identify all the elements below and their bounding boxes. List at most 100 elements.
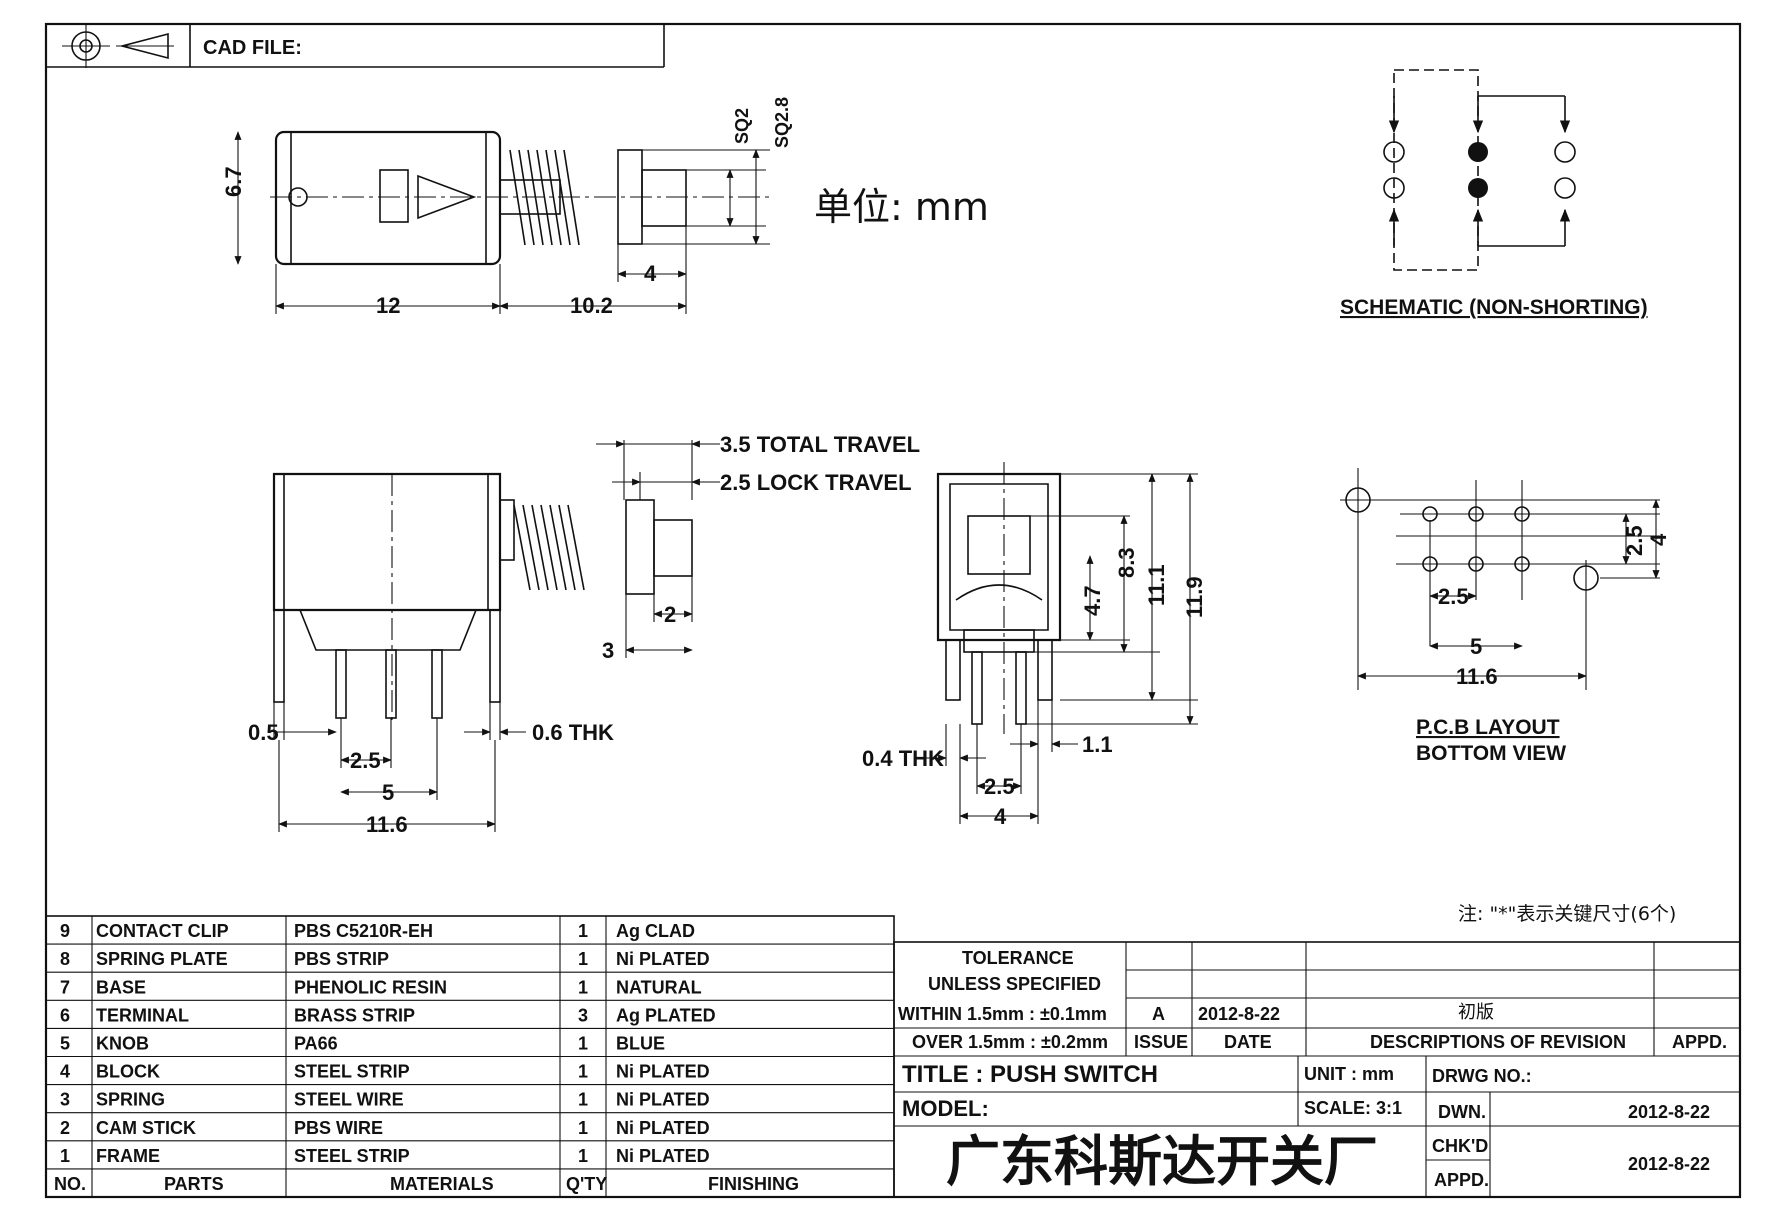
parts-cell-material: STEEL WIRE (294, 1090, 404, 1110)
parts-cell-finish: Ag CLAD (616, 921, 695, 941)
dim-2-5-front: 2.5 (350, 748, 381, 773)
dwn-label: DWN. (1438, 1102, 1486, 1122)
parts-cell-no: 7 (60, 977, 70, 997)
dim-5-front: 5 (382, 780, 394, 805)
company-name: 广东科斯达开关厂 (946, 1130, 1378, 1193)
top-view: 6.7 12 10.2 4 SQ2 SQ2.8 (221, 97, 792, 318)
parts-cell-material: PHENOLIC RESIN (294, 977, 447, 997)
dim-0-4-thk: 0.4 THK (862, 746, 944, 771)
parts-cell-qty: 1 (578, 921, 588, 941)
dim-4-side: 4 (994, 804, 1007, 829)
parts-cell-no: 4 (60, 1062, 70, 1082)
appd-label: APPD. (1434, 1170, 1489, 1190)
tolerance-over: OVER 1.5mm : ±0.2mm (912, 1032, 1108, 1052)
dim-sq2-8: SQ2.8 (772, 97, 792, 148)
pcb-dim-4: 4 (1646, 533, 1671, 546)
parts-cell-part: SPRING (96, 1090, 165, 1110)
dim-11-9: 11.9 (1182, 576, 1207, 618)
scale-label: SCALE: 3:1 (1304, 1098, 1402, 1118)
parts-cell-finish: Ni PLATED (616, 1146, 710, 1166)
dim-6-7: 6.7 (221, 166, 246, 197)
parts-header-2: MATERIALS (390, 1174, 494, 1194)
front-view: 3.5 TOTAL TRAVEL 2.5 LOCK TRAVEL 2 3 0.5… (248, 432, 920, 837)
parts-cell-part: BASE (96, 977, 146, 997)
tolerance-label: TOLERANCE (962, 948, 1074, 968)
parts-cell-part: SPRING PLATE (96, 949, 228, 969)
parts-cell-part: TERMINAL (96, 1005, 189, 1025)
parts-table (45, 915, 895, 1198)
dim-4-7: 4.7 (1080, 585, 1105, 616)
dim-12: 12 (376, 293, 400, 318)
parts-cell-no: 6 (60, 1005, 70, 1025)
parts-cell-finish: NATURAL (616, 977, 702, 997)
parts-cell-no: 8 (60, 949, 70, 969)
parts-cell-part: KNOB (96, 1034, 149, 1054)
parts-cell-no: 3 (60, 1090, 70, 1110)
dim-sq2: SQ2 (732, 108, 752, 144)
schematic-label: SCHEMATIC (NON-SHORTING) (1340, 296, 1648, 319)
pcb-bottom-view-label: BOTTOM VIEW (1416, 742, 1566, 765)
parts-cell-material: BRASS STRIP (294, 1005, 415, 1025)
parts-cell-finish: Ni PLATED (616, 1118, 710, 1138)
revision-description: 初版 (1458, 1002, 1494, 1023)
parts-header-1: PARTS (164, 1174, 224, 1194)
parts-cell-finish: Ni PLATED (616, 1062, 710, 1082)
parts-cell-material: PBS C5210R-EH (294, 921, 433, 941)
parts-cell-part: CAM STICK (96, 1118, 196, 1138)
parts-cell-qty: 1 (578, 1062, 588, 1082)
dim-8-3: 8.3 (1114, 547, 1139, 578)
parts-cell-qty: 1 (578, 949, 588, 969)
parts-cell-finish: Ni PLATED (616, 949, 710, 969)
dim-2-5-side: 2.5 (984, 774, 1015, 799)
issue-column-header: ISSUE (1134, 1032, 1188, 1052)
parts-cell-material: PBS WIRE (294, 1118, 383, 1138)
total-travel-label: 3.5 TOTAL TRAVEL (720, 432, 920, 457)
dwn-date: 2012-8-22 (1628, 1102, 1710, 1122)
parts-cell-qty: 1 (578, 1146, 588, 1166)
appd-column-header: APPD. (1672, 1032, 1727, 1052)
parts-cell-part: FRAME (96, 1146, 160, 1166)
pcb-dim-5: 5 (1470, 634, 1482, 659)
pcb-dim-2-5-h: 2.5 (1438, 584, 1469, 609)
dim-0-5: 0.5 (248, 720, 279, 745)
schematic: SCHEMATIC (NON-SHORTING) (1340, 69, 1648, 319)
parts-cell-material: PA66 (294, 1034, 338, 1054)
parts-cell-no: 9 (60, 921, 70, 941)
parts-header-4: FINISHING (708, 1174, 799, 1194)
parts-cell-qty: 1 (578, 1034, 588, 1054)
parts-cell-finish: Ni PLATED (616, 1090, 710, 1110)
parts-cell-qty: 1 (578, 1118, 588, 1138)
dim-11-6-front: 11.6 (366, 812, 408, 837)
drwg-no-label: DRWG NO.: (1432, 1066, 1532, 1086)
parts-cell-qty: 1 (578, 1090, 588, 1110)
parts-cell-no: 2 (60, 1118, 70, 1138)
projection-symbol-icon (62, 24, 174, 68)
parts-cell-material: PBS STRIP (294, 949, 389, 969)
dim-1-1: 1.1 (1082, 732, 1113, 757)
pcb-layout: 2.5 4 2.5 5 11.6 P.C.B LAYOUT BOTTOM VIE… (1340, 468, 1671, 765)
dim-0-6-thk: 0.6 THK (532, 720, 614, 745)
parts-cell-no: 5 (60, 1034, 70, 1054)
parts-cell-qty: 3 (578, 1005, 588, 1025)
date-column-header: DATE (1224, 1032, 1272, 1052)
pcb-dim-2-5-v: 2.5 (1622, 525, 1647, 556)
dim-2-front: 2 (664, 602, 676, 627)
key-dimension-note: 注: "*"表示关键尺寸(6个) (1458, 903, 1676, 925)
pcb-label: P.C.B LAYOUT (1416, 716, 1560, 739)
unit-note: 单位: mm (814, 185, 989, 229)
parts-cell-material: STEEL STRIP (294, 1146, 410, 1166)
parts-cell-material: STEEL STRIP (294, 1062, 410, 1082)
parts-header-3: Q'TY (566, 1174, 607, 1194)
chkd-label: CHK'D (1432, 1136, 1488, 1156)
title-block: TOLERANCE UNLESS SPECIFIED WITHIN 1.5mm … (893, 941, 1741, 1198)
parts-cell-no: 1 (60, 1146, 70, 1166)
chk-date: 2012-8-22 (1628, 1154, 1710, 1174)
pcb-dim-11-6: 11.6 (1456, 664, 1498, 689)
unless-specified-label: UNLESS SPECIFIED (928, 974, 1101, 994)
parts-cell-part: BLOCK (96, 1062, 160, 1082)
dim-11-1: 11.1 (1144, 564, 1169, 606)
model-label: MODEL: (902, 1096, 989, 1121)
dim-10-2: 10.2 (570, 293, 613, 318)
parts-cell-part: CONTACT CLIP (96, 921, 229, 941)
